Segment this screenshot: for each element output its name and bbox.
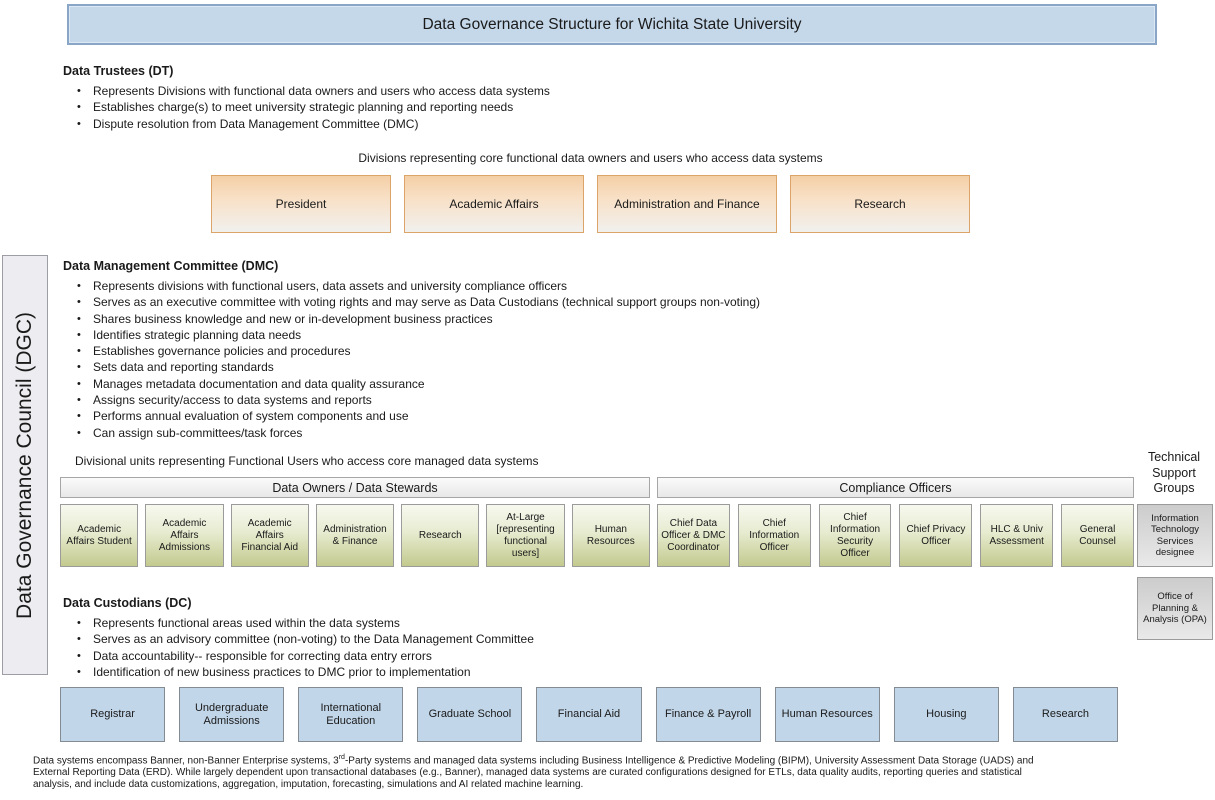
custodian-box-graduate-school: Graduate School: [417, 687, 523, 742]
data-owner-box-admin-finance: Administration & Finance: [315, 504, 395, 567]
custodian-box-financial-aid: Financial Aid: [536, 687, 642, 742]
bullet-dot: •: [77, 617, 81, 629]
data-owner-box-research: Research: [401, 504, 480, 567]
compliance-box-chief-data-officer: Chief Data Officer & DMC Coordinator: [657, 504, 730, 567]
data-custodians-bullet: •Data accountability-- responsible for c…: [77, 648, 432, 663]
compliance-box-hlc-univ-assessment: HLC & Univ Assessment: [980, 504, 1054, 567]
dgc-sidebar: Data Governance Council (DGC): [2, 255, 48, 675]
data-trustees-bullet: •Represents Divisions with functional da…: [77, 84, 550, 98]
compliance-officers-header: Compliance Officers: [657, 477, 1134, 498]
page-title: Data Governance Structure for Wichita St…: [422, 15, 802, 33]
bullet-dot: •: [77, 649, 81, 662]
bullet-dot: •: [77, 312, 81, 325]
dmc-section: Data Management Committee (DMC) •Represe…: [63, 259, 923, 441]
custodian-box-finance-payroll: Finance & Payroll: [655, 687, 761, 742]
division-box-academic-affairs: Academic Affairs: [404, 175, 584, 233]
bullet-dot: •: [77, 328, 81, 341]
compliance-box-chief-privacy-officer: Chief Privacy Officer: [899, 504, 973, 567]
dmc-bullet: •Can assign sub-committees/task forces: [77, 425, 303, 440]
custodian-box-research: Research: [1012, 687, 1118, 742]
dmc-bullet: •Shares business knowledge and new or in…: [77, 311, 493, 326]
support-box-opa: Office of Planning & Analysis (OPA): [1137, 577, 1213, 640]
data-trustees-section: Data Trustees (DT) •Represents Divisions…: [63, 64, 883, 132]
bullet-dot: •: [77, 85, 81, 97]
dmc-bullet: •Serves as an executive committee with v…: [77, 295, 760, 310]
data-owners-header: Data Owners / Data Stewards: [60, 477, 650, 498]
data-custodians-bullet: •Serves as an advisory committee (non-vo…: [77, 632, 534, 647]
footnote-text-rest: -Party systems and managed data systems …: [33, 755, 1034, 790]
compliance-box-general-counsel: General Counsel: [1061, 504, 1134, 567]
dmc-bullet: •Identifies strategic planning data need…: [77, 327, 302, 342]
custodian-box-undergraduate-admissions: Undergraduate Admissions: [179, 687, 285, 742]
data-owner-box-aa-admissions: Academic Affairs Admissions: [145, 504, 224, 567]
custodian-box-human-resources: Human Resources: [774, 687, 880, 742]
bullet-dot: •: [77, 117, 81, 130]
bullet-dot: •: [77, 410, 81, 423]
divisional-units-caption: Divisional units representing Functional…: [75, 454, 539, 468]
data-custodians-section: Data Custodians (DC) •Represents functio…: [63, 596, 763, 680]
bullet-dot: •: [77, 296, 81, 309]
division-box-president: President: [211, 175, 391, 233]
dmc-heading: Data Management Committee (DMC): [63, 259, 279, 273]
compliance-box-ciso: Chief Information Security Officer: [818, 504, 892, 567]
bullet-dot: •: [77, 665, 81, 678]
division-box-administration-finance: Administration and Finance: [597, 175, 777, 233]
custodian-box-registrar: Registrar: [60, 687, 166, 742]
dmc-bullet: •Performs annual evaluation of system co…: [77, 409, 409, 424]
data-custodians-bullet: •Represents functional areas used within…: [77, 616, 400, 630]
bullet-dot: •: [77, 377, 81, 390]
bullet-dot: •: [77, 101, 81, 114]
data-trustees-bullet: •Dispute resolution from Data Management…: [77, 116, 419, 131]
data-owner-box-at-large: At-Large [representing functional users]: [486, 504, 565, 567]
custodian-box-housing: Housing: [893, 687, 999, 742]
divisions-caption: Divisions representing core functional d…: [358, 151, 823, 165]
division-box-research: Research: [790, 175, 970, 233]
custodian-box-international-education: International Education: [298, 687, 404, 742]
dmc-bullet: •Establishes governance policies and pro…: [77, 344, 351, 359]
dgc-label: Data Governance Council (DGC): [13, 311, 36, 619]
bullet-dot: •: [77, 345, 81, 358]
bullet-dot: •: [77, 394, 81, 407]
bullet-dot: •: [77, 633, 81, 646]
data-trustees-heading: Data Trustees (DT): [63, 64, 174, 78]
dmc-bullet: •Represents divisions with functional us…: [77, 279, 568, 293]
dmc-bullet: •Manages metadata documentation and data…: [77, 376, 425, 391]
data-trustees-bullet: •Establishes charge(s) to meet universit…: [77, 100, 514, 115]
compliance-box-cio: Chief Information Officer: [737, 504, 811, 567]
custodians-row: Registrar Undergraduate Admissions Inter…: [60, 687, 1118, 742]
support-box-its-designee: Information Technology Services designee: [1137, 504, 1213, 567]
diagram-title-bar: Data Governance Structure for Wichita St…: [67, 4, 1157, 45]
data-owner-box-human-resources: Human Resources: [571, 504, 650, 567]
footnote: Data systems encompass Banner, non-Banne…: [33, 752, 1043, 791]
dmc-bullet: •Sets data and reporting standards: [77, 360, 274, 375]
data-owner-box-aa-student: Academic Affairs Student: [60, 504, 139, 567]
footnote-superscript: rd: [338, 754, 345, 761]
compliance-officers-row: Chief Data Officer & DMC Coordinator Chi…: [657, 504, 1134, 567]
dmc-bullet: •Assigns security/access to data systems…: [77, 393, 372, 408]
technical-support-heading: Technical Support Groups: [1147, 450, 1201, 495]
divisions-row: President Academic Affairs Administratio…: [211, 175, 970, 233]
bullet-dot: •: [77, 426, 81, 439]
bullet-dot: •: [77, 280, 81, 292]
bullet-dot: •: [77, 361, 81, 374]
data-owner-box-aa-financial-aid: Academic Affairs Financial Aid: [230, 504, 309, 567]
data-owners-row: Academic Affairs Student Academic Affair…: [60, 504, 650, 567]
data-custodians-bullet: •Identification of new business practice…: [77, 664, 471, 679]
footnote-text-start: Data systems encompass Banner, non-Banne…: [33, 755, 339, 767]
data-custodians-heading: Data Custodians (DC): [63, 596, 192, 610]
